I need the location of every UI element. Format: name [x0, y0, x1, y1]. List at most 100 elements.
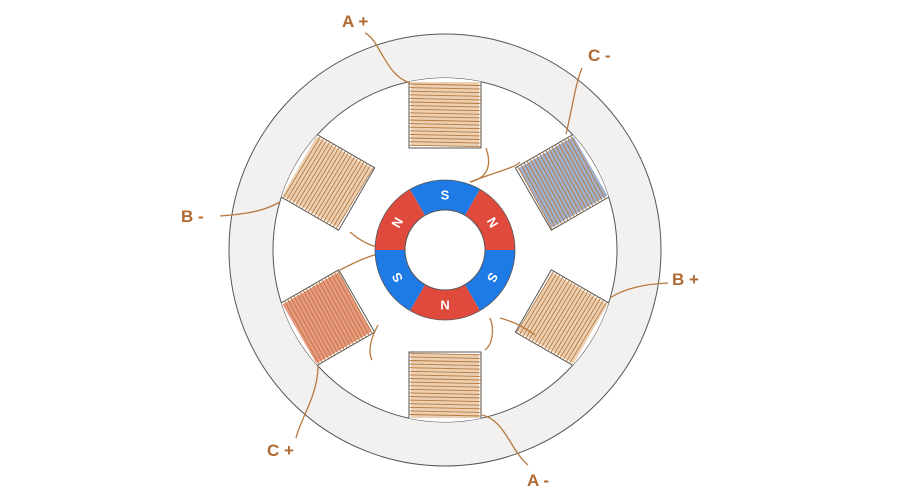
- coil-winding: [408, 392, 482, 395]
- coil-winding: [408, 360, 482, 363]
- coil-winding: [293, 295, 329, 359]
- coil-winding: [519, 272, 558, 335]
- coil-winding: [408, 410, 482, 413]
- coil-winding: [408, 87, 482, 90]
- coil-winding: [550, 290, 589, 353]
- coil-winding: [289, 139, 328, 203]
- coil-winding: [332, 165, 371, 228]
- coil-winding: [408, 370, 482, 374]
- wire-link-2: [469, 161, 521, 183]
- rotor-pole-letter: N: [440, 298, 449, 313]
- wire-link-7: [369, 324, 379, 361]
- coil-winding: [557, 142, 594, 207]
- coil-winding: [537, 283, 576, 346]
- coil-winding: [547, 288, 586, 352]
- coil-winding: [298, 145, 337, 208]
- rotor-pole-1: [410, 180, 480, 216]
- coil-winding: [334, 272, 370, 336]
- coil-winding: [408, 388, 482, 392]
- label-a-plus: A +: [342, 12, 368, 31]
- coil-winding: [408, 381, 482, 385]
- coil-winding: [327, 275, 364, 340]
- coil-winding: [561, 141, 597, 205]
- label-c-plus: C +: [267, 441, 294, 460]
- coil-winding: [408, 126, 482, 130]
- coil-winding: [408, 115, 482, 119]
- coil-winding: [517, 166, 553, 230]
- coil-winding: [562, 297, 601, 361]
- wire-c-minus: [565, 67, 583, 135]
- coil-winding: [544, 287, 583, 350]
- pole-b-lower-right: [514, 269, 617, 372]
- coil-winding: [567, 137, 603, 201]
- rotor-pole-5: [375, 250, 425, 311]
- coil-winding: [285, 138, 325, 201]
- pole-c-lower-left: [273, 269, 376, 372]
- coil-winding: [296, 293, 333, 358]
- coil-winding: [408, 144, 482, 148]
- rotor-hub: [404, 209, 486, 291]
- coil-winding: [408, 94, 482, 97]
- pole-c-upper-right: [514, 128, 617, 231]
- coil-winding: [307, 150, 346, 213]
- wire-b-plus: [609, 282, 669, 299]
- coil-winding: [548, 148, 585, 212]
- coil-winding: [569, 301, 608, 364]
- coil-winding: [408, 90, 482, 94]
- coil-winding: [302, 290, 339, 354]
- coil-winding: [408, 97, 482, 101]
- coil-winding: [408, 396, 482, 399]
- coil-winding: [564, 139, 600, 203]
- coil-winding: [337, 270, 373, 334]
- coil-winding: [326, 161, 365, 224]
- coil-winding: [282, 136, 321, 199]
- coil-winding: [305, 288, 342, 352]
- wire-b-minus: [219, 201, 281, 217]
- rotor-pole-2: [465, 189, 515, 250]
- label-b-plus: B +: [672, 270, 699, 289]
- rotor-pole-6: [375, 189, 425, 250]
- wire-c-plus: [295, 365, 319, 439]
- label-b-minus: B -: [181, 207, 204, 226]
- coil-winding: [304, 148, 343, 212]
- coil-winding: [287, 299, 323, 363]
- coil-winding: [529, 159, 566, 223]
- wire-a-plus: [364, 32, 411, 84]
- coil-winding: [295, 143, 334, 206]
- phase-labels: A + C - B - B + C + A -: [181, 12, 699, 490]
- coil-winding: [335, 166, 374, 230]
- coil-winding: [554, 144, 591, 209]
- coil-winding: [310, 152, 349, 215]
- coil-winding: [408, 403, 482, 406]
- coil-winding: [318, 281, 354, 345]
- coil-winding: [301, 147, 340, 210]
- coil-winding: [408, 352, 482, 356]
- coil-winding: [539, 153, 575, 218]
- pole-a-bottom: [408, 351, 482, 422]
- label-a-minus: A -: [527, 471, 549, 490]
- coil-winding: [408, 108, 482, 112]
- coil-winding: [408, 399, 482, 403]
- coil-winding: [408, 374, 482, 377]
- coil-winding: [408, 137, 482, 140]
- coil-winding: [408, 133, 482, 137]
- coil-winding: [408, 141, 482, 144]
- coil-winding: [531, 279, 570, 343]
- rotor-pole-3: [465, 250, 515, 311]
- coil-winding: [520, 164, 556, 228]
- pole-b-upper-left: [273, 128, 376, 231]
- coil-winding: [528, 278, 567, 341]
- wire-link-5: [484, 317, 494, 351]
- rotor-outline: [374, 179, 516, 321]
- coil-winding: [541, 285, 580, 348]
- coil-winding: [516, 270, 555, 334]
- coil-winding: [408, 367, 482, 370]
- pole-a-top: [408, 78, 482, 149]
- coil-winding: [408, 119, 482, 122]
- coil-wires: [219, 32, 669, 466]
- coil-winding: [321, 279, 358, 343]
- coil-winding: [315, 282, 351, 347]
- label-c-minus: C -: [588, 46, 611, 65]
- coil-winding: [324, 277, 361, 341]
